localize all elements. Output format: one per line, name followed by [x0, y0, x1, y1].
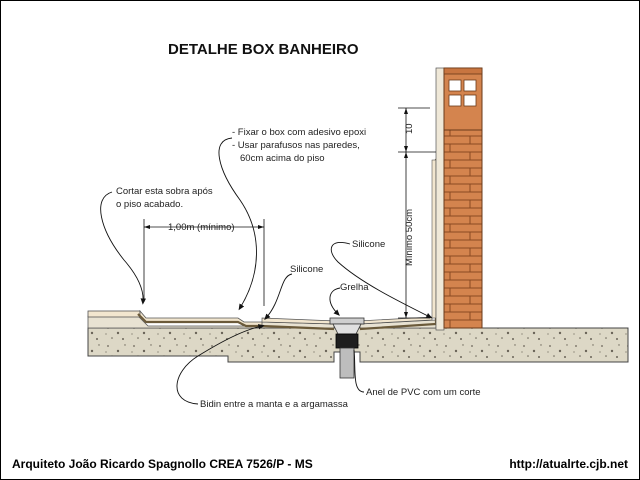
leader-cut-excess — [100, 191, 146, 305]
footer-author: Arquiteto João Ricardo Spagnollo CREA 75… — [12, 457, 313, 471]
floor-drain — [329, 317, 365, 379]
note-fix-line1: - Fixar o box com adesivo epoxi — [232, 127, 366, 138]
wall-tile-layer — [431, 159, 437, 319]
dim-min-width-label: 1,00m (mínimo) — [168, 222, 235, 233]
curb-tile — [139, 309, 265, 327]
drawing-title: DETALHE BOX BANHEIRO — [168, 41, 359, 58]
leader-grelha — [329, 287, 341, 316]
leader-silicone-left — [264, 273, 293, 321]
dim-min-width — [143, 219, 265, 306]
footer-url[interactable]: http://atualrte.cjb.net — [509, 457, 628, 471]
note-fix-line3: 60cm acima do piso — [240, 153, 324, 164]
dim-height-10-label: 10 — [404, 123, 415, 134]
dim-vertical — [398, 107, 436, 319]
label-grelha: Grelha — [340, 282, 369, 293]
leader-silicone-right — [330, 242, 433, 319]
leader-bidin — [176, 324, 265, 405]
wall-top-cap — [443, 67, 483, 75]
note-cut-line1: Cortar esta sobra após — [116, 186, 213, 197]
label-silicone-right: Silicone — [352, 239, 385, 250]
label-bidin: Bidin entre a manta e a argamassa — [200, 399, 349, 410]
leader-fix-box — [218, 137, 257, 311]
label-silicone-left: Silicone — [290, 264, 323, 275]
leader-anel — [353, 349, 365, 393]
dim-min-height-label: Mínimo 50cm — [404, 209, 415, 266]
label-anel-pvc: Anel de PVC com um corte — [366, 387, 481, 398]
wall-render — [435, 67, 445, 331]
brick-holes — [448, 79, 477, 107]
brick-wall — [443, 129, 483, 329]
note-fix-line2: - Usar parafusos nas paredes, — [232, 140, 360, 151]
note-cut-line2: o piso acabado. — [116, 199, 183, 210]
outer-floor-tile — [87, 310, 141, 318]
